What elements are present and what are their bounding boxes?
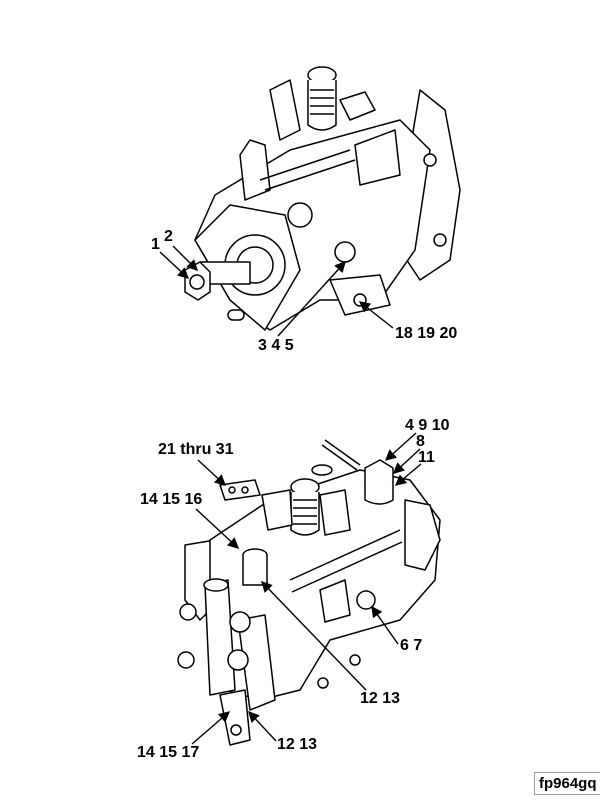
callout-21-thru-31: 21 thru 31 — [158, 441, 234, 458]
callout-8: 8 — [416, 433, 425, 450]
fuel-injection-pump-front-view — [184, 66, 461, 331]
callout-18-19-20: 18 19 20 — [395, 325, 458, 342]
callout-11: 11 — [418, 449, 435, 466]
callout-3-4-5: 3 4 5 — [258, 337, 294, 354]
callout-14-15-17: 14 15 17 — [137, 744, 200, 761]
leader-lines — [159, 245, 422, 745]
fuel-injection-pump-rear-view — [177, 439, 441, 746]
callout-2: 2 — [164, 228, 173, 245]
callout-12-13-lower: 12 13 — [277, 736, 318, 753]
callout-6-7: 6 7 — [400, 637, 423, 654]
callout-4-9-10: 4 9 10 — [405, 417, 450, 434]
figure-id-label: fp964gq — [534, 772, 600, 795]
callout-12-13-upper: 12 13 — [360, 690, 401, 707]
callout-14-15-16: 14 15 16 — [140, 491, 203, 508]
callout-1: 1 — [151, 236, 160, 253]
